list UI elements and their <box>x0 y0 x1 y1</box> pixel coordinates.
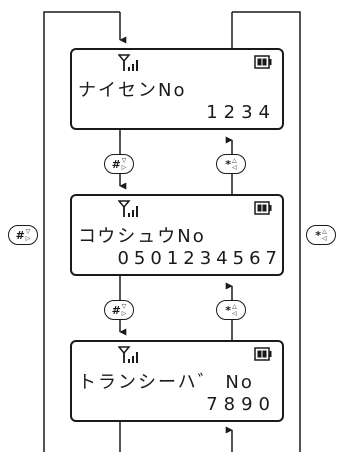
up-arrow-icon: △ <box>322 228 327 235</box>
left-arrow-icon: ◁ <box>232 310 237 317</box>
battery-icon <box>254 55 272 69</box>
antenna-signal-icon <box>118 200 138 217</box>
star-key-symbol: * <box>315 228 322 242</box>
hash-key-symbol: # <box>111 157 121 171</box>
battery-icon <box>254 347 272 361</box>
up-left-arrows-icon: △ ◁ <box>232 303 237 317</box>
up-arrow-icon: △ <box>232 157 237 164</box>
up-left-arrows-icon: △ ◁ <box>232 157 237 171</box>
screen-value: 0501234567 <box>117 248 282 269</box>
outer-left-loop-line <box>43 11 120 452</box>
right-arrow-icon: ▷ <box>121 164 127 171</box>
hash-down-key-badge: # ▽ ▷ <box>104 300 134 320</box>
down-arrow-icon: ▽ <box>121 303 127 310</box>
screen-value: 1234 <box>206 102 276 123</box>
star-up-key-badge: * △ ◁ <box>216 300 246 320</box>
antenna-signal-icon <box>118 54 138 71</box>
left-arrow-icon: ◁ <box>232 164 237 171</box>
screen-label: コウシュウNo <box>78 226 206 247</box>
down-arrow-icon: ▽ <box>121 157 127 164</box>
right-arrow-icon: ▷ <box>121 310 127 317</box>
left-arrow-icon: ◁ <box>322 235 327 242</box>
hash-key-symbol: # <box>111 303 121 317</box>
star-up-key-badge: * △ ◁ <box>216 154 246 174</box>
down-arrow-icon: ▽ <box>25 228 31 235</box>
screen-label: ナイセンNo <box>78 80 187 101</box>
lcd-screen-1: ナイセンNo 1234 <box>70 48 284 130</box>
down-right-arrows-icon: ▽ ▷ <box>122 303 127 317</box>
hash-key-symbol: # <box>15 228 25 242</box>
down-right-arrows-icon: ▽ ▷ <box>26 228 31 242</box>
battery-icon <box>254 201 272 215</box>
star-key-symbol: * <box>225 303 232 317</box>
hash-down-key-badge: # ▽ ▷ <box>104 154 134 174</box>
outer-right-loop-line <box>232 11 301 452</box>
star-key-symbol: * <box>225 157 232 171</box>
right-arrow-icon: ▷ <box>25 235 31 242</box>
antenna-signal-icon <box>118 346 138 363</box>
screen-label: トランシーハ゛ No <box>78 372 254 393</box>
lcd-screen-2: コウシュウNo 0501234567 <box>70 194 284 276</box>
down-right-arrows-icon: ▽ ▷ <box>122 157 127 171</box>
lcd-screen-3: トランシーハ゛ No 7890 <box>70 340 284 422</box>
hash-down-key-badge-outer: # ▽ ▷ <box>8 225 38 245</box>
star-up-key-badge-outer: * △ ◁ <box>306 225 336 245</box>
screen-value: 7890 <box>206 394 276 415</box>
up-arrow-icon: △ <box>232 303 237 310</box>
up-left-arrows-icon: △ ◁ <box>322 228 327 242</box>
